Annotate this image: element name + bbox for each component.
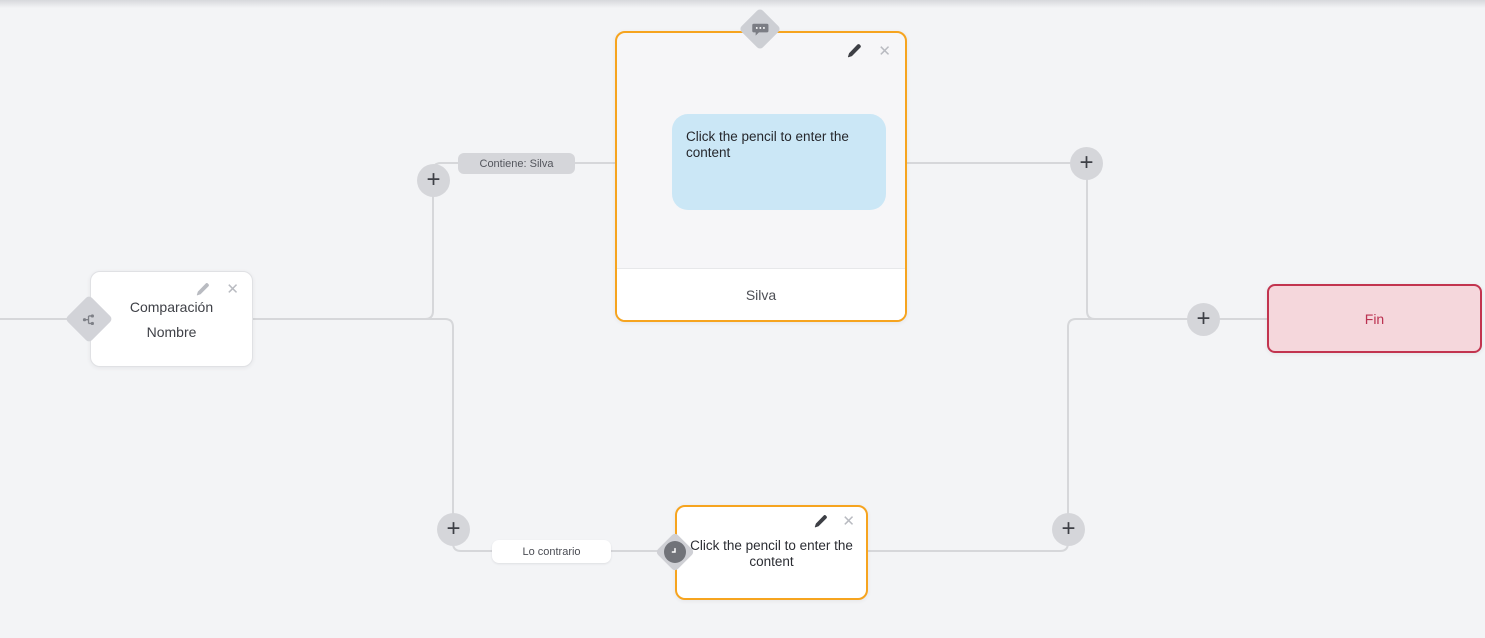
message-type-diamond: [738, 7, 782, 51]
edge-label-contiene-text: Contiene: Silva: [479, 157, 554, 170]
plus-icon: +: [426, 165, 441, 193]
edge-label-contrario-text: Lo contrario: [522, 545, 581, 558]
message-footer-label: Silva: [745, 286, 777, 303]
comparison-title-line1: Comparación: [129, 299, 214, 315]
plus-icon: +: [1196, 304, 1211, 332]
fallback-node-actions: ✕: [813, 514, 855, 529]
add-node-button-top-left[interactable]: +: [417, 164, 450, 197]
edit-pencil-icon[interactable]: [195, 282, 210, 297]
clock-icon: [664, 541, 686, 563]
branch-condition-icon: [82, 312, 97, 327]
message-node[interactable]: ✕ Click the pencil to enter the content …: [615, 31, 907, 322]
plus-icon: +: [1079, 148, 1094, 176]
edge-label-contrario[interactable]: Lo contrario: [492, 540, 611, 563]
end-node-label: Fin: [1364, 310, 1385, 327]
edge-contrario: [253, 318, 659, 552]
add-node-button-bottom-left[interactable]: +: [437, 513, 470, 546]
edge-label-contiene[interactable]: Contiene: Silva: [458, 153, 575, 174]
fallback-node-text: Click the pencil to enter the content: [690, 538, 853, 569]
message-node-footer: Silva: [617, 268, 905, 320]
comparison-node-actions: ✕: [195, 282, 239, 297]
add-node-button-bottom-right[interactable]: +: [1052, 513, 1085, 546]
plus-icon: +: [446, 514, 461, 542]
message-bubble[interactable]: Click the pencil to enter the content: [672, 114, 886, 210]
fallback-node[interactable]: ✕ Click the pencil to enter the content: [675, 505, 868, 600]
comparison-node-title: Comparación Nombre: [91, 295, 252, 345]
close-icon[interactable]: ✕: [842, 513, 855, 530]
add-node-button-before-end[interactable]: +: [1187, 303, 1220, 336]
edit-pencil-icon[interactable]: [846, 43, 862, 59]
edge-delay-to-end: [868, 318, 1267, 552]
message-node-actions: ✕: [846, 43, 891, 59]
comparison-node[interactable]: ✕ Comparación Nombre: [90, 271, 253, 367]
comparison-title-line2: Nombre: [146, 324, 197, 340]
end-node[interactable]: Fin: [1267, 284, 1482, 353]
plus-icon: +: [1061, 514, 1076, 542]
edit-pencil-icon[interactable]: [813, 514, 828, 529]
comparison-type-diamond: [64, 294, 114, 344]
edge-message-to-end: [907, 162, 1267, 320]
fallback-type-diamond: [655, 532, 695, 572]
close-icon[interactable]: ✕: [226, 281, 239, 298]
close-icon[interactable]: ✕: [878, 42, 891, 60]
chat-message-icon: [751, 21, 769, 37]
add-node-button-top-right[interactable]: +: [1070, 147, 1103, 180]
message-bubble-text: Click the pencil to enter the content: [686, 129, 849, 160]
